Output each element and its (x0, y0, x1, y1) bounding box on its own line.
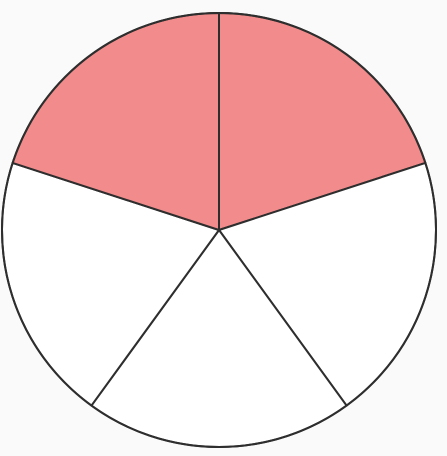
circle-outline (1, 12, 437, 448)
sector-group (1, 12, 437, 448)
